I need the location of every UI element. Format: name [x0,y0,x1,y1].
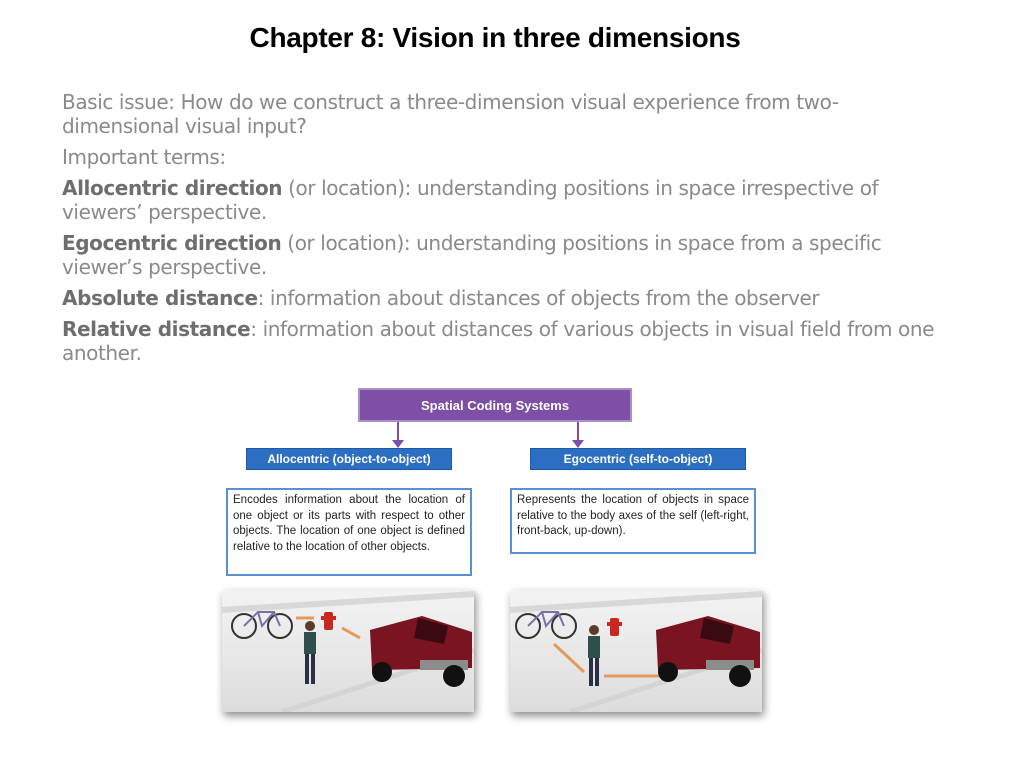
egocentric-description: Represents the location of objects in sp… [510,488,756,554]
relative-distance-term: Relative distance [62,317,251,341]
relative-distance-text: : information about distances of various… [62,317,935,365]
pickup-truck-icon [656,616,760,687]
person-icon [588,625,600,686]
egocentric-definition: Egocentric direction (or location): unde… [62,231,942,279]
absolute-distance-text: : information about distances of objects… [257,286,820,310]
relative-distance-definition: Relative distance: information about dis… [62,317,942,365]
fire-hydrant-icon [607,618,622,636]
pickup-truck-icon [370,616,472,687]
absolute-distance-definition: Absolute distance: information about dis… [62,286,942,310]
allocentric-term: Allocentric direction [62,176,283,200]
fire-hydrant-icon [321,612,336,630]
egocentric-label: Egocentric (self-to-object) [530,448,746,470]
slide-body: Basic issue: How do we construct a three… [62,90,942,372]
allocentric-definition: Allocentric direction (or location): und… [62,176,942,224]
arrow-to-allocentric-icon [392,422,404,448]
spatial-coding-diagram: Spatial Coding Systems Allocentric (obje… [222,388,782,728]
slide-title: Chapter 8: Vision in three dimensions [249,22,741,53]
egocentric-term: Egocentric direction [62,231,282,255]
orange-arrow-icon [552,642,666,678]
important-terms-label: Important terms: [62,145,226,169]
arrow-to-egocentric-icon [572,422,584,448]
bicycle-icon [515,611,577,639]
spatial-coding-header: Spatial Coding Systems [358,388,632,422]
bicycle-icon [231,611,293,639]
basic-issue-text: Basic issue: How do we construct a three… [62,90,839,138]
allocentric-text: (or location): understanding positions i… [62,176,879,224]
egocentric-text: (or location): understanding positions i… [62,231,882,279]
allocentric-description: Encodes information about the location o… [226,488,472,576]
egocentric-scene-illustration [510,591,762,712]
person-icon [304,621,316,684]
allocentric-scene [222,590,474,712]
allocentric-scene-illustration [222,591,474,712]
allocentric-label: Allocentric (object-to-object) [246,448,452,470]
absolute-distance-term: Absolute distance [62,286,258,310]
egocentric-scene [510,590,762,712]
